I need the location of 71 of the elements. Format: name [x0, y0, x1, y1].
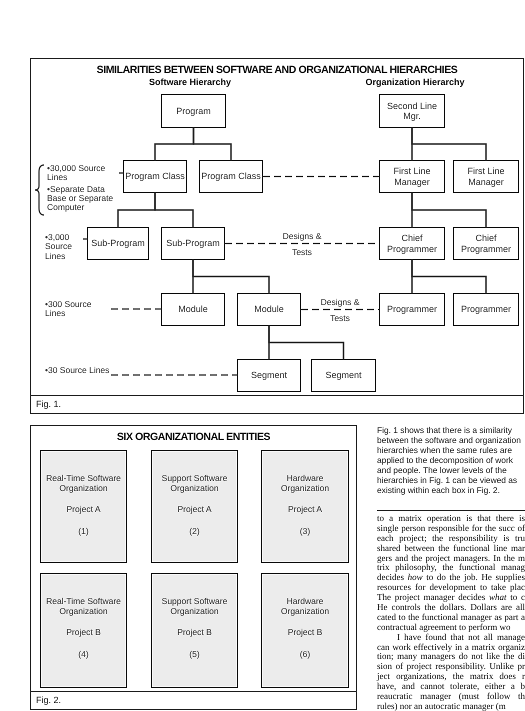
figure-frame [30, 425, 357, 710]
body-paragraph: I have found that not all manage can work effectively in a matrix organiz tion; many managers do not like the di sion of project responsibility. Unlike pr ject organizations, the matrix does r have, and cannot tolerate, either a b reaucratic manager (must follow th rules) nor an autocratic manager (m [377, 632, 525, 711]
entity-text: Project B [177, 627, 212, 638]
entity-box [261, 573, 349, 688]
hierarchy-box: Chief Programmer [379, 227, 445, 260]
dashed-connector [263, 176, 379, 178]
entity-text: Support Software Organization [160, 473, 228, 494]
connector-line [411, 128, 487, 160]
hierarchy-box: Program [161, 94, 226, 128]
entity-text: Hardware Organization [280, 473, 330, 494]
entity-box [40, 573, 127, 688]
entity-text: Project A [288, 504, 322, 515]
entity-text: (3) [300, 526, 310, 536]
connector-line [411, 260, 487, 293]
entity-text: Real-Time Software Organization [45, 473, 122, 494]
hierarchy-box: First Line Manager [453, 160, 519, 193]
hierarchy-box: Second Line Mgr. [379, 94, 445, 128]
connector-line [192, 260, 270, 293]
entity-box [261, 450, 349, 563]
figure-number: Fig. 2. [36, 695, 62, 705]
entity-text: (5) [189, 648, 200, 659]
entity-box [151, 573, 238, 688]
dashed-connector [111, 374, 237, 376]
size-note: •300 Source Lines [45, 300, 92, 319]
figure-number: Fig. 1. [36, 399, 62, 409]
entity-text: (4) [78, 648, 89, 659]
connector-line [268, 326, 344, 359]
entity-text: Project B [288, 627, 322, 638]
hierarchy-box: Chief Programmer [453, 227, 519, 260]
size-note: •30 Source Lines [45, 366, 110, 376]
hierarchy-box: Segment [311, 359, 376, 392]
hierarchy-box: Program Class [123, 160, 187, 193]
entity-text: Project A [177, 504, 212, 515]
entity-box [40, 450, 127, 563]
hierarchy-box: Program Class [199, 160, 263, 193]
connector-line [192, 128, 232, 160]
caption-text: Fig. 1 shows that there is a similarity between the software and organization hierarchies when the same rules are applied to the decomposition of work and people. The lower levels of the hierarchies in Fig. 1 can be viewed as existing within each box in Fig. 2. [377, 425, 522, 496]
figure-title: SIMILARITIES BETWEEN SOFTWARE AND ORGANIZATIONAL HIERARCHIES [96, 64, 458, 76]
connector-line [411, 193, 487, 227]
body-paragraph: to a matrix operation is that there is single person responsible for the succ of each project; the responsibility is tru shared between the functional line mar gers and the project managers. In the m trix philosophy, the functional manag decides how to do the job. He supplies resources for development to take plac The project manager decides what to c He controls the dollars. Dollars are all cated to the functional manager as part a contractual agreement to perform wo [377, 514, 525, 633]
size-note: •3,000 Source Lines [45, 233, 73, 262]
hierarchy-box: Sub-Program [87, 227, 149, 260]
figure-frame [30, 58, 524, 414]
hierarchy-box: First Line Manager [379, 160, 445, 193]
entity-text: Project A [66, 504, 101, 515]
dashed-connector [83, 238, 87, 240]
hierarchy-box: Programmer [379, 293, 445, 326]
hierarchy-box: Module [161, 293, 225, 326]
entity-text: Hardware Organization [280, 596, 330, 616]
connector-line [154, 193, 194, 227]
column-heading: Organization Hierarchy [364, 77, 466, 87]
column-heading: Software Hierarchy [148, 77, 232, 87]
dashed-connector [301, 308, 379, 310]
entity-text: (2) [189, 526, 200, 536]
size-note: •Separate Data Base or Separate Computer [47, 184, 114, 213]
entity-text: Support Software Organization [160, 596, 228, 616]
entity-text: Real-Time Software Organization [45, 596, 122, 616]
hierarchy-box: Segment [237, 359, 301, 392]
edge-label: Designs & Tests [320, 296, 360, 324]
edge-label: Designs & Tests [282, 230, 322, 258]
hierarchy-box: Sub-Program [161, 227, 225, 260]
entity-text: (1) [78, 526, 89, 536]
dashed-connector [111, 308, 161, 310]
size-note: •30,000 Source Lines [47, 164, 106, 183]
hierarchy-box: Programmer [453, 293, 519, 326]
entity-box [151, 450, 238, 563]
entity-text: Project B [66, 627, 101, 638]
figure-title: SIX ORGANIZATIONAL ENTITIES [116, 431, 272, 443]
entity-text: (6) [300, 648, 310, 659]
hierarchy-box: Module [237, 293, 301, 326]
dashed-connector [119, 172, 123, 174]
